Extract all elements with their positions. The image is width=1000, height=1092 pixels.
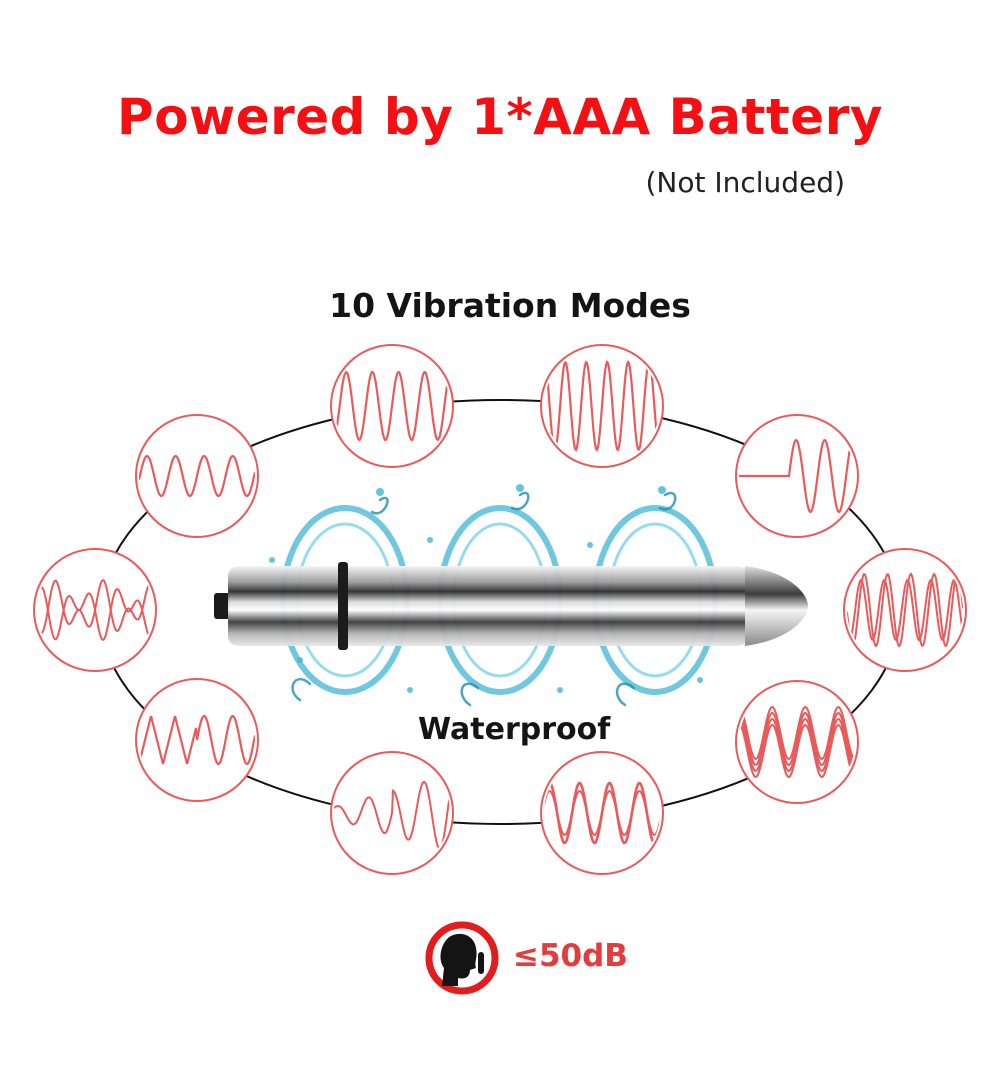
mode-8-icon bbox=[735, 680, 859, 804]
mode-7-icon bbox=[135, 678, 259, 802]
silent-icon bbox=[425, 921, 499, 995]
mode-4-icon bbox=[735, 414, 859, 538]
mode-10-icon bbox=[540, 751, 664, 875]
headline: Powered by 1*AAA Battery bbox=[117, 88, 883, 146]
mode-8-wave-line bbox=[739, 723, 855, 779]
battery-note: (Not Included) bbox=[645, 166, 846, 199]
mode-9-icon bbox=[330, 751, 454, 875]
mode-2-icon bbox=[540, 344, 664, 468]
mode-1-icon bbox=[330, 344, 454, 468]
noise-level-label: ≤50dB bbox=[513, 938, 628, 974]
mode-8-wave-line bbox=[739, 717, 855, 773]
mode-8-wave-line bbox=[739, 705, 855, 761]
mode-6-icon bbox=[843, 548, 967, 672]
modes-title: 10 Vibration Modes bbox=[329, 286, 691, 325]
mode-5-icon bbox=[33, 548, 157, 672]
mode-8-wave-line bbox=[739, 711, 855, 767]
mode-3-icon bbox=[135, 414, 259, 538]
bullet-vibrator bbox=[214, 562, 808, 650]
waterproof-label: Waterproof bbox=[418, 712, 611, 747]
